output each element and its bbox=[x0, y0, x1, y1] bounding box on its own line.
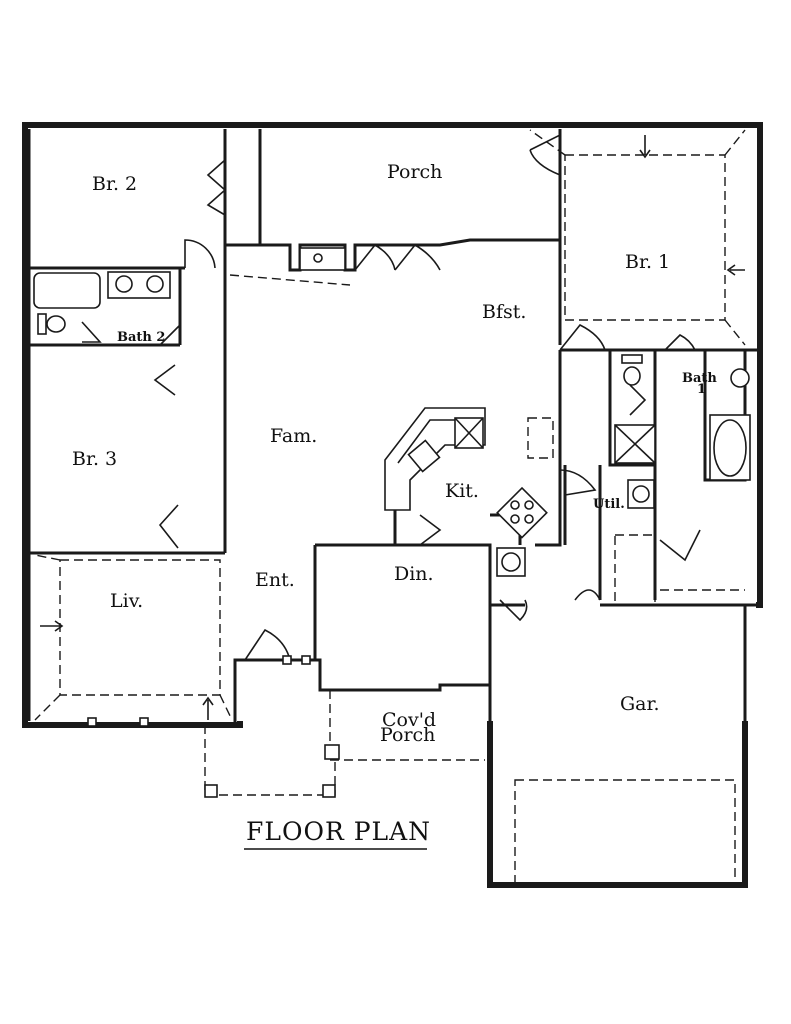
post-icon bbox=[301, 655, 311, 665]
room-label-din: Din. bbox=[394, 563, 434, 585]
right-arrow-icon bbox=[40, 620, 64, 632]
doors bbox=[81, 133, 701, 661]
markers bbox=[40, 135, 745, 720]
sink-icon bbox=[115, 275, 133, 293]
dishwasher-icon bbox=[407, 439, 441, 473]
washer-drum-icon bbox=[632, 485, 650, 503]
toilet-icon bbox=[623, 366, 641, 386]
post-icon bbox=[204, 784, 218, 798]
up-arrow-icon bbox=[202, 696, 214, 720]
outer-wall-lines bbox=[23, 123, 762, 887]
room-label-kit: Kit. bbox=[445, 480, 479, 502]
toilet-tank-icon bbox=[621, 354, 643, 364]
post-icon bbox=[139, 717, 149, 727]
room-label-liv: Liv. bbox=[110, 590, 143, 612]
room-label-ent: Ent. bbox=[255, 569, 295, 591]
burner-icon bbox=[524, 514, 534, 524]
room-label-br3: Br. 3 bbox=[72, 448, 117, 470]
interior-fill-2 bbox=[244, 600, 486, 656]
room-labels: Br. 2 Porch Br. 1 Bath 2 Bfst. Bath 1 Fa… bbox=[72, 161, 717, 746]
fixtures bbox=[33, 247, 751, 798]
post-icon bbox=[87, 717, 97, 727]
tub-basin-icon bbox=[713, 419, 747, 477]
room-label-bath1: Bath bbox=[682, 371, 717, 386]
post-icon bbox=[324, 744, 340, 760]
room-label-br2: Br. 2 bbox=[92, 173, 137, 195]
post-icon bbox=[322, 784, 336, 798]
plan-title: FLOOR PLAN bbox=[246, 817, 431, 846]
room-label-fam: Fam. bbox=[270, 425, 317, 447]
sink-icon bbox=[146, 275, 164, 293]
down-arrow-icon bbox=[639, 135, 651, 159]
garage-fill bbox=[494, 601, 741, 881]
toilet-icon bbox=[46, 315, 66, 333]
sink-icon bbox=[730, 368, 750, 388]
room-label-covd: Cov'd bbox=[382, 709, 436, 731]
post-icon bbox=[282, 655, 292, 665]
room-label-gar: Gar. bbox=[620, 693, 660, 715]
room-label-util: Util. bbox=[593, 497, 625, 512]
fireplace-grate-icon bbox=[313, 253, 323, 263]
burner-icon bbox=[510, 514, 520, 524]
toilet-tank-icon bbox=[37, 313, 47, 335]
room-label-bath1-number: 1 bbox=[697, 382, 706, 397]
burner-icon bbox=[510, 500, 520, 510]
bathtub-icon bbox=[33, 272, 101, 309]
room-label-covd-porch: Porch bbox=[380, 724, 435, 746]
water-heater-tank-icon bbox=[501, 552, 521, 572]
room-label-bfst: Bfst. bbox=[482, 301, 526, 323]
range-icon bbox=[496, 486, 548, 539]
room-label-br1: Br. 1 bbox=[625, 251, 670, 273]
room-label-bath2: Bath 2 bbox=[117, 330, 165, 345]
burner-icon bbox=[524, 500, 534, 510]
room-label-porch: Porch bbox=[387, 161, 442, 183]
left-arrow-icon bbox=[726, 264, 745, 276]
